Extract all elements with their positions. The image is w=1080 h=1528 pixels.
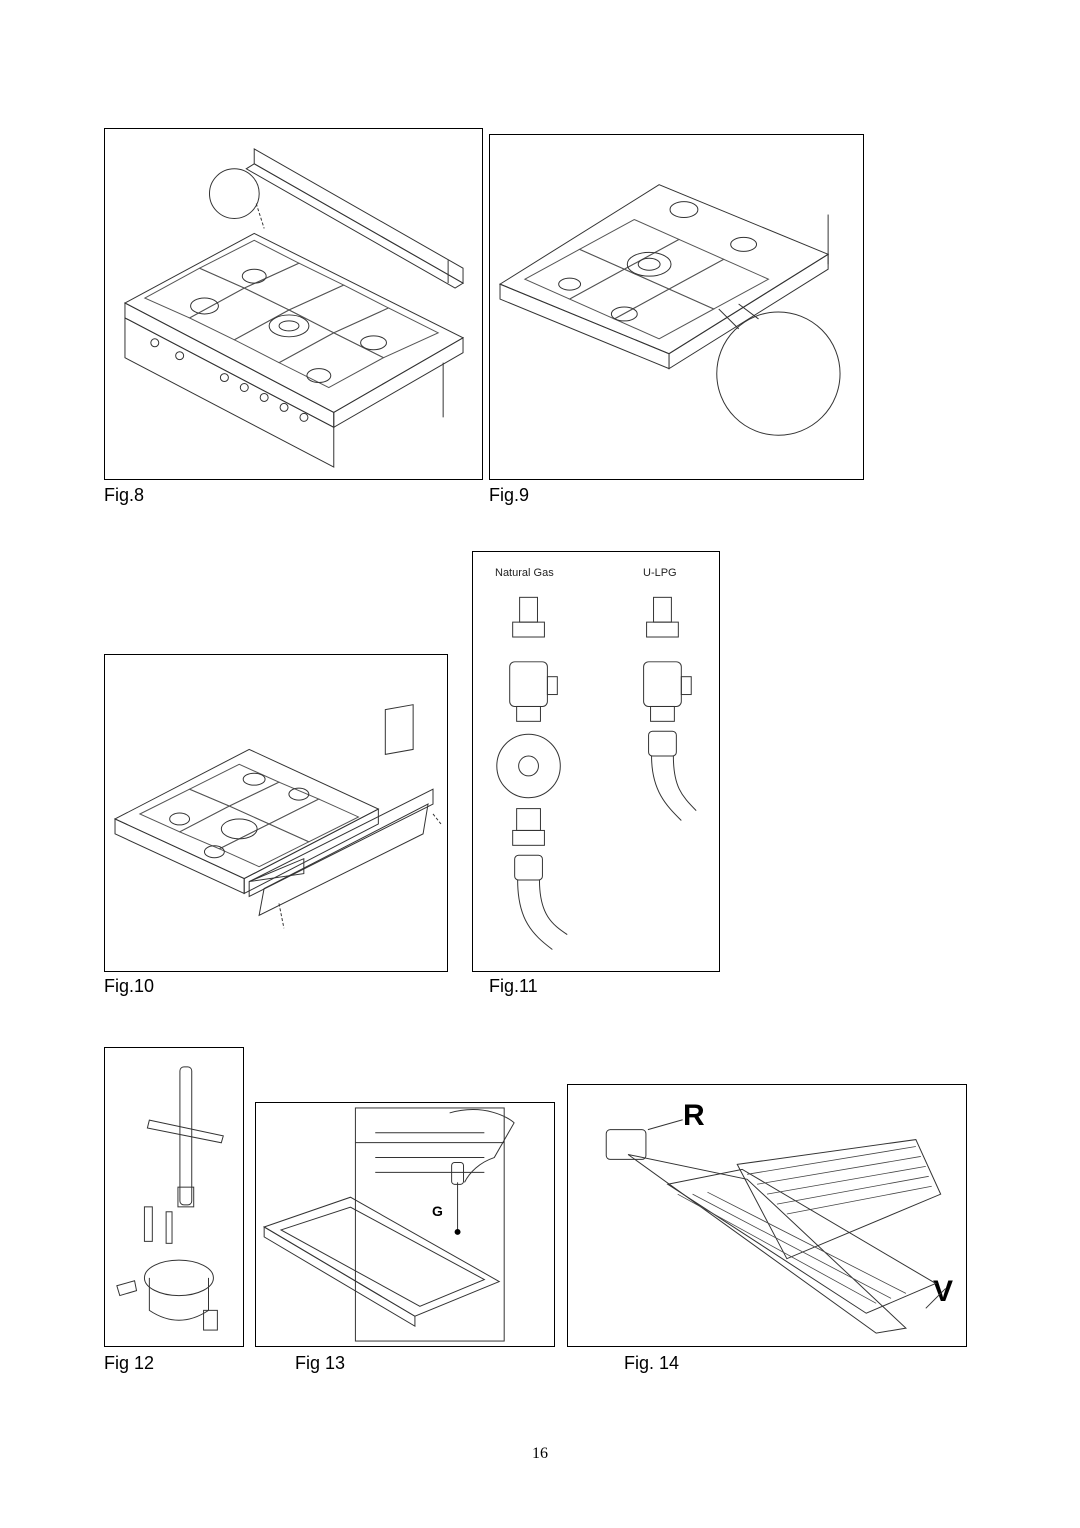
grill-burner-drawing bbox=[605, 1119, 946, 1334]
cooktop-side-trim-drawing bbox=[498, 184, 841, 436]
fig10-illustration bbox=[104, 654, 448, 972]
oven-door-adjustment-drawing bbox=[262, 1107, 515, 1342]
fig12-illustration bbox=[104, 1047, 244, 1347]
fig13-caption: Fig 13 bbox=[295, 1353, 346, 1373]
fig8-illustration bbox=[104, 128, 483, 480]
fig8-caption: Fig.8 bbox=[104, 485, 145, 505]
fig11-caption: Fig.11 bbox=[489, 976, 538, 996]
thermocouple-wrench-drawing bbox=[116, 1066, 224, 1331]
natural-gas-label: Natural Gas bbox=[495, 567, 554, 579]
g-label: G bbox=[432, 1203, 443, 1219]
page-number: 16 bbox=[532, 1445, 548, 1462]
fig12-caption: Fig 12 bbox=[104, 1353, 155, 1373]
gas-connection-fittings-drawing bbox=[496, 596, 697, 950]
u-lpg-label: U-LPG bbox=[643, 567, 677, 579]
fig11-illustration: Natural Gas U-LPG bbox=[472, 551, 720, 972]
fig14-illustration: R V bbox=[567, 1084, 967, 1347]
fig9-illustration bbox=[489, 134, 864, 480]
r-label: R bbox=[683, 1099, 705, 1132]
cooktop-trim-assembly-drawing bbox=[113, 704, 442, 929]
fig13-illustration: G bbox=[255, 1102, 555, 1347]
fig14-caption: Fig. 14 bbox=[624, 1353, 680, 1373]
fig9-caption: Fig.9 bbox=[489, 485, 530, 505]
cooktop-backguard-drawing bbox=[123, 148, 465, 468]
fig10-caption: Fig.10 bbox=[104, 976, 155, 996]
